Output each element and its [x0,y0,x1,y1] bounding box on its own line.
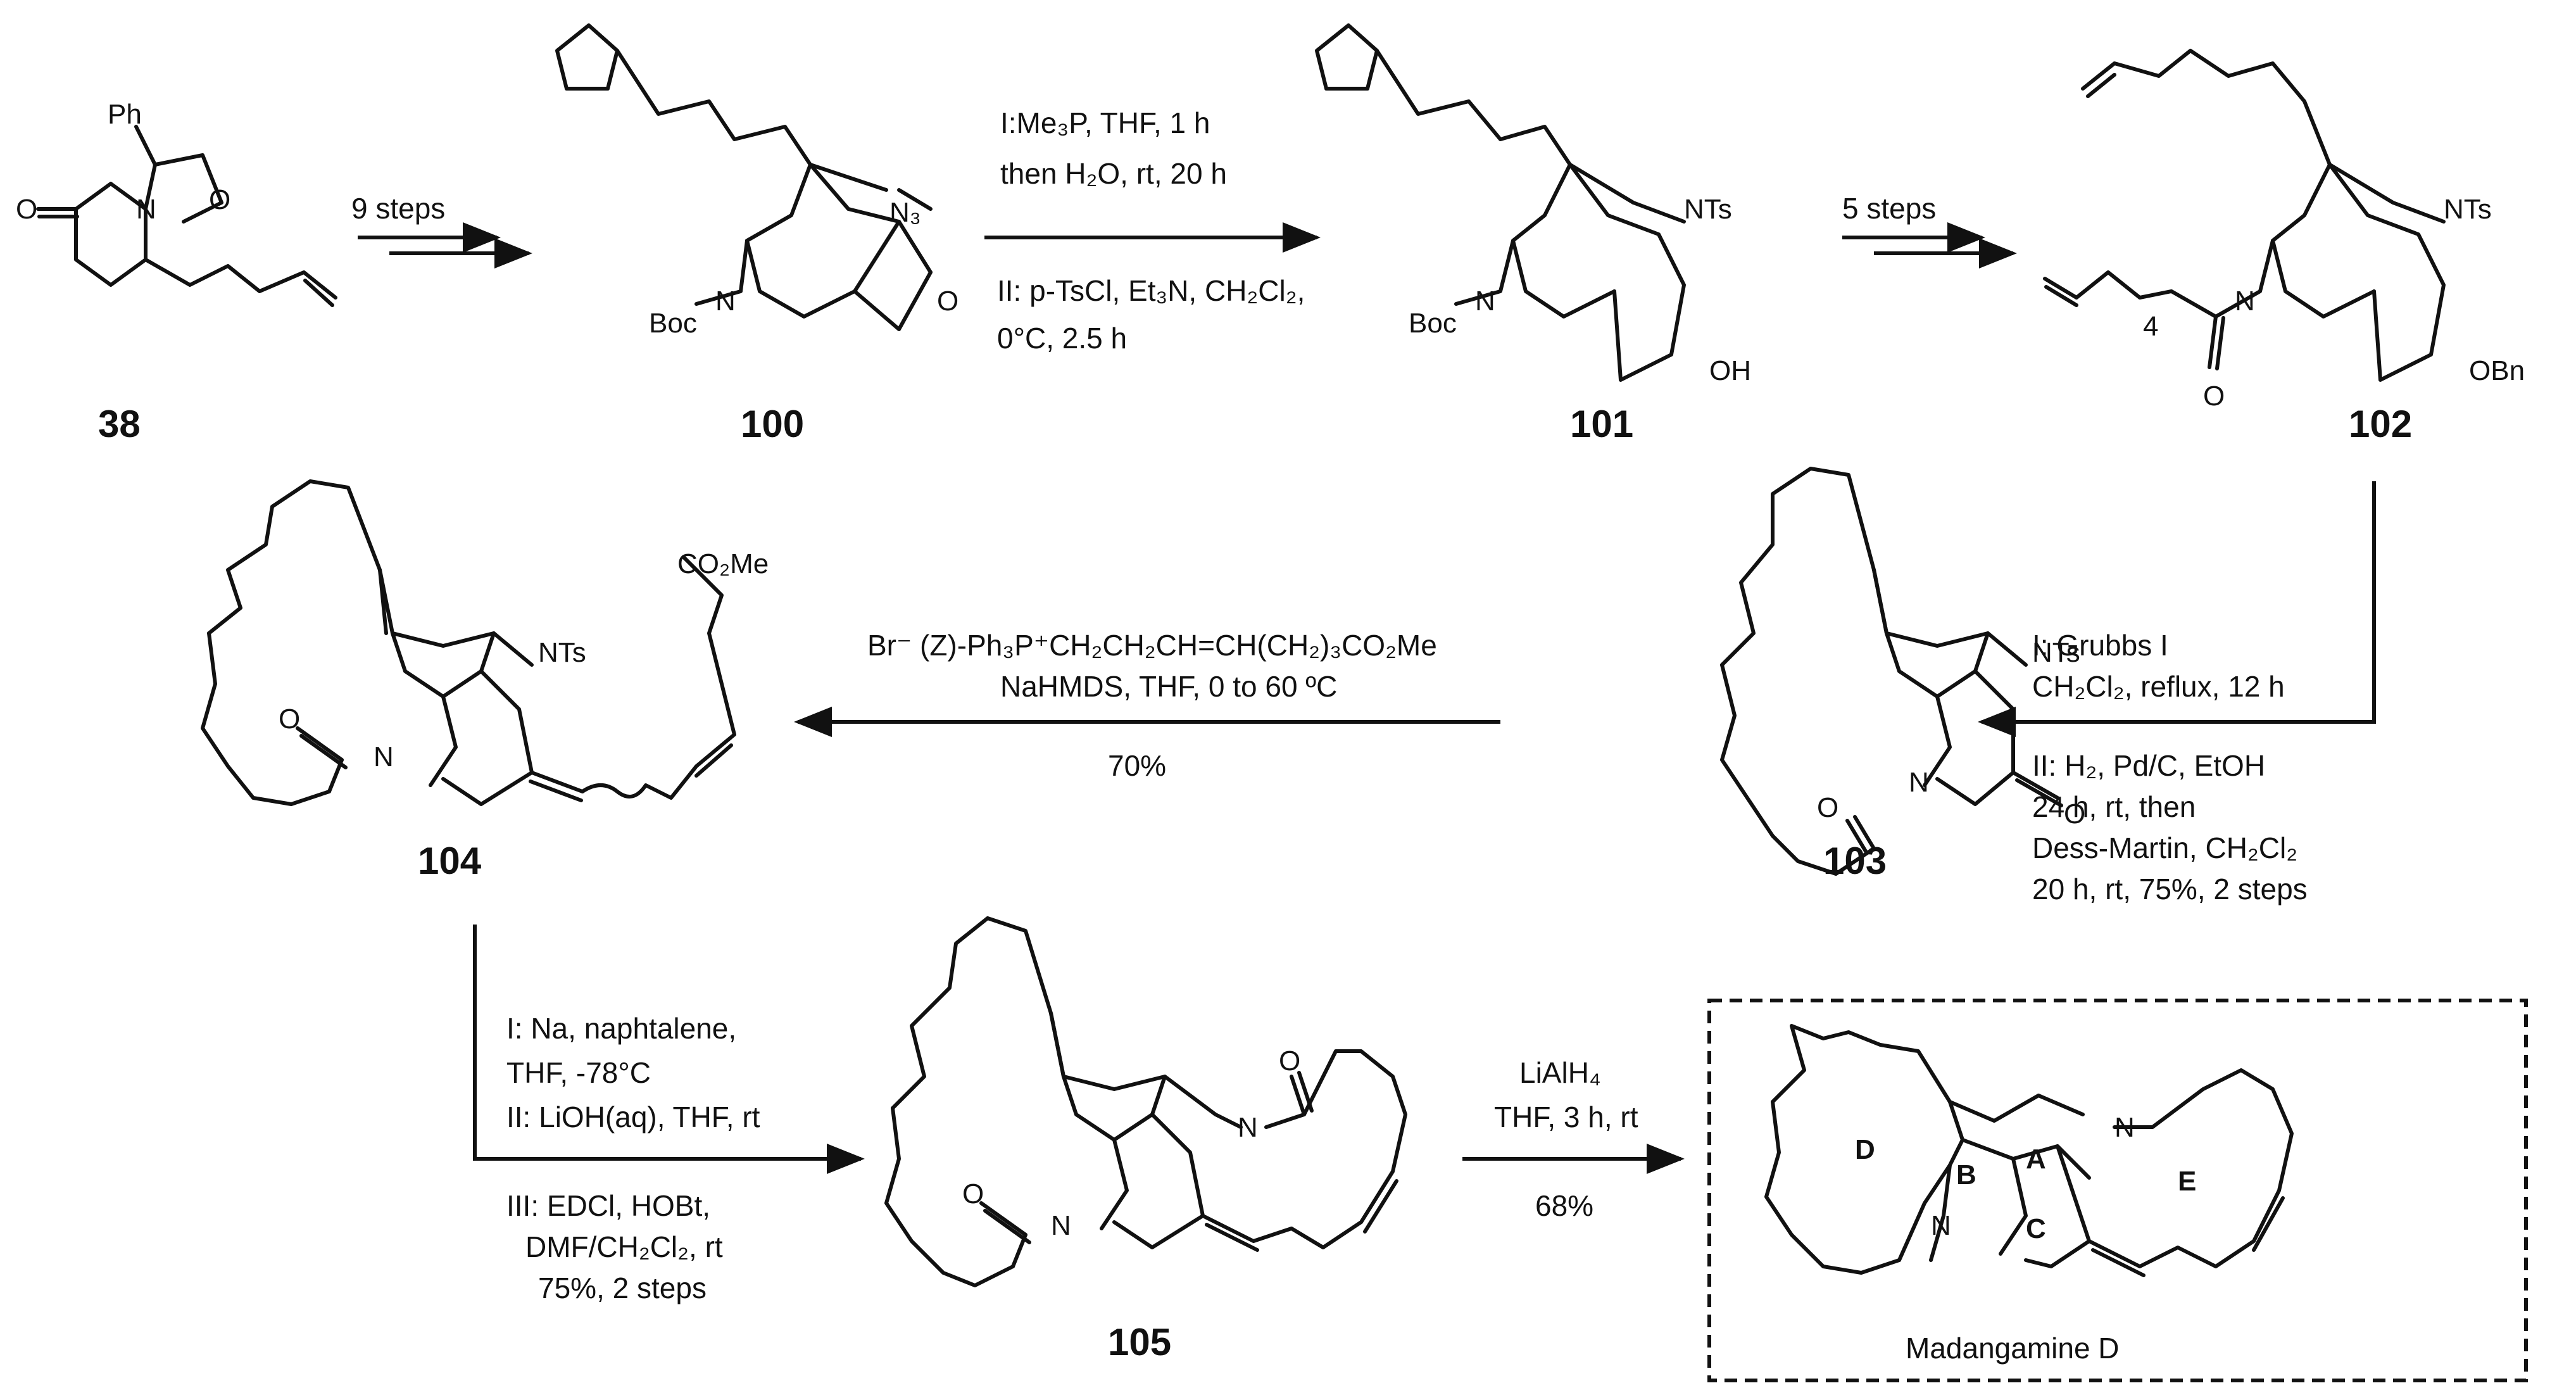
nitrogen-label-105a: N [1238,1112,1258,1143]
step2-line3: II: p-TsCl, Et₃N, CH₂Cl₂, [997,274,1305,307]
step4-line2: CH₂Cl₂, reflux, 12 h [2032,670,2285,703]
amide-oxygen-105b: O [1279,1045,1300,1076]
step7-line3: 68% [1535,1189,1593,1222]
compound-number-102: 102 [2349,403,2412,445]
step6-line4: III: EDCl, HOBt, [506,1189,710,1222]
amide-oxygen-105a: O [962,1178,984,1209]
step4-line5: Dess-Martin, CH₂Cl₂ [2032,831,2297,864]
epoxide-oxygen-100: O [937,286,958,317]
nitrogen-label-102: N [2235,286,2255,317]
nts-label-104: NTs [538,637,586,668]
compound-number-100: 100 [741,403,804,445]
ring-label-b: B [1956,1159,1976,1190]
step-label-1: 9 steps [351,192,445,225]
compound-number-104: 104 [418,840,482,882]
step6-line5: DMF/CH₂Cl₂, rt [525,1230,723,1263]
boc-label-100: Boc [649,308,697,339]
phenyl-label-38: Ph [108,99,142,130]
structure-100 [555,23,933,331]
step7-line1: LiAlH₄ [1519,1056,1601,1089]
reaction-arrow-6 [473,925,865,1174]
carbonyl-oxygen-102: O [2203,381,2225,412]
nitrogen-label-103: N [1909,767,1929,798]
step7-line2: THF, 3 h, rt [1494,1101,1638,1133]
step2-line2: then H₂O, rt, 20 h [1000,157,1227,190]
step5-line3: 70% [1108,749,1166,782]
step6-line3: II: LiOH(aq), THF, rt [506,1101,760,1133]
azide-label-100: N₃ [889,197,921,228]
nts-label-103: NTs [2032,637,2080,668]
nitrogen-label-madangamine-a: N [2114,1112,2135,1143]
reaction-arrow-4 [1978,481,2376,737]
structure-101 [1315,23,1686,382]
nts-label-102: NTs [2444,194,2492,225]
step4-line3: II: H₂, Pd/C, EtOH [2032,749,2265,782]
ring-label-d: D [1855,1134,1875,1165]
ketone-oxygen-103: O [2064,798,2085,830]
carbonyl-oxygen-38: O [16,194,37,225]
boc-label-101: Boc [1409,308,1457,339]
nts-label-101: NTs [1684,194,1732,225]
ring-label-e: E [2178,1166,2196,1197]
step5-line2: NaHMDS, THF, 0 to 60 ºC [1000,670,1337,703]
nitrogen-label-madangamine-b: N [1931,1210,1951,1241]
structure-104 [201,479,736,806]
structure-madangamine-d [1764,1024,2294,1277]
step2-line4: 0°C, 2.5 h [997,322,1127,355]
compound-number-38: 38 [98,403,141,445]
step5-line1: Br⁻ (Z)-Ph₃P⁺CH₂CH₂CH=CH(CH₂)₃CO₂Me [867,629,1437,662]
amide-oxygen-103: O [1817,792,1838,823]
ring-label-c: C [2026,1213,2046,1244]
product-name: Madangamine D [1906,1332,2120,1365]
step4-line4: 24 h, rt, then [2032,790,2196,823]
amide-oxygen-104: O [279,704,300,735]
structure-103 [1720,467,2063,876]
compound-number-105: 105 [1108,1321,1171,1363]
product-box [1707,999,2528,1382]
chain-subscript-102: 4 [2143,311,2158,342]
nitrogen-label-100: N [715,286,736,317]
compound-number-103: 103 [1823,840,1887,882]
hydroxyl-label-101: OH [1709,355,1751,386]
nitrogen-label-104: N [374,742,394,773]
obn-label-102: OBn [2469,355,2525,386]
step4-line6: 20 h, rt, 75%, 2 steps [2032,873,2308,906]
step6-line1: I: Na, naphtalene, [506,1012,736,1045]
nitrogen-label-105b: N [1051,1210,1071,1241]
oxygen-label-38: O [209,184,230,215]
structure-102 [2043,49,2446,382]
nitrogen-label-101: N [1475,286,1495,317]
structure-38 [36,125,337,307]
compound-number-101: 101 [1570,403,1633,445]
ring-label-a: A [2026,1144,2046,1175]
ester-label-104: CO₂Me [677,548,769,579]
step4-line1: I: Grubbs I [2032,629,2168,662]
step6-line2: THF, -78°C [506,1056,651,1089]
step2-line1: I:Me₃P, THF, 1 h [1000,106,1210,139]
step6-line6: 75%, 2 steps [538,1272,707,1304]
structure-105 [884,916,1407,1287]
step-label-3: 5 steps [1842,192,1936,225]
nitrogen-label-38: N [136,194,156,225]
